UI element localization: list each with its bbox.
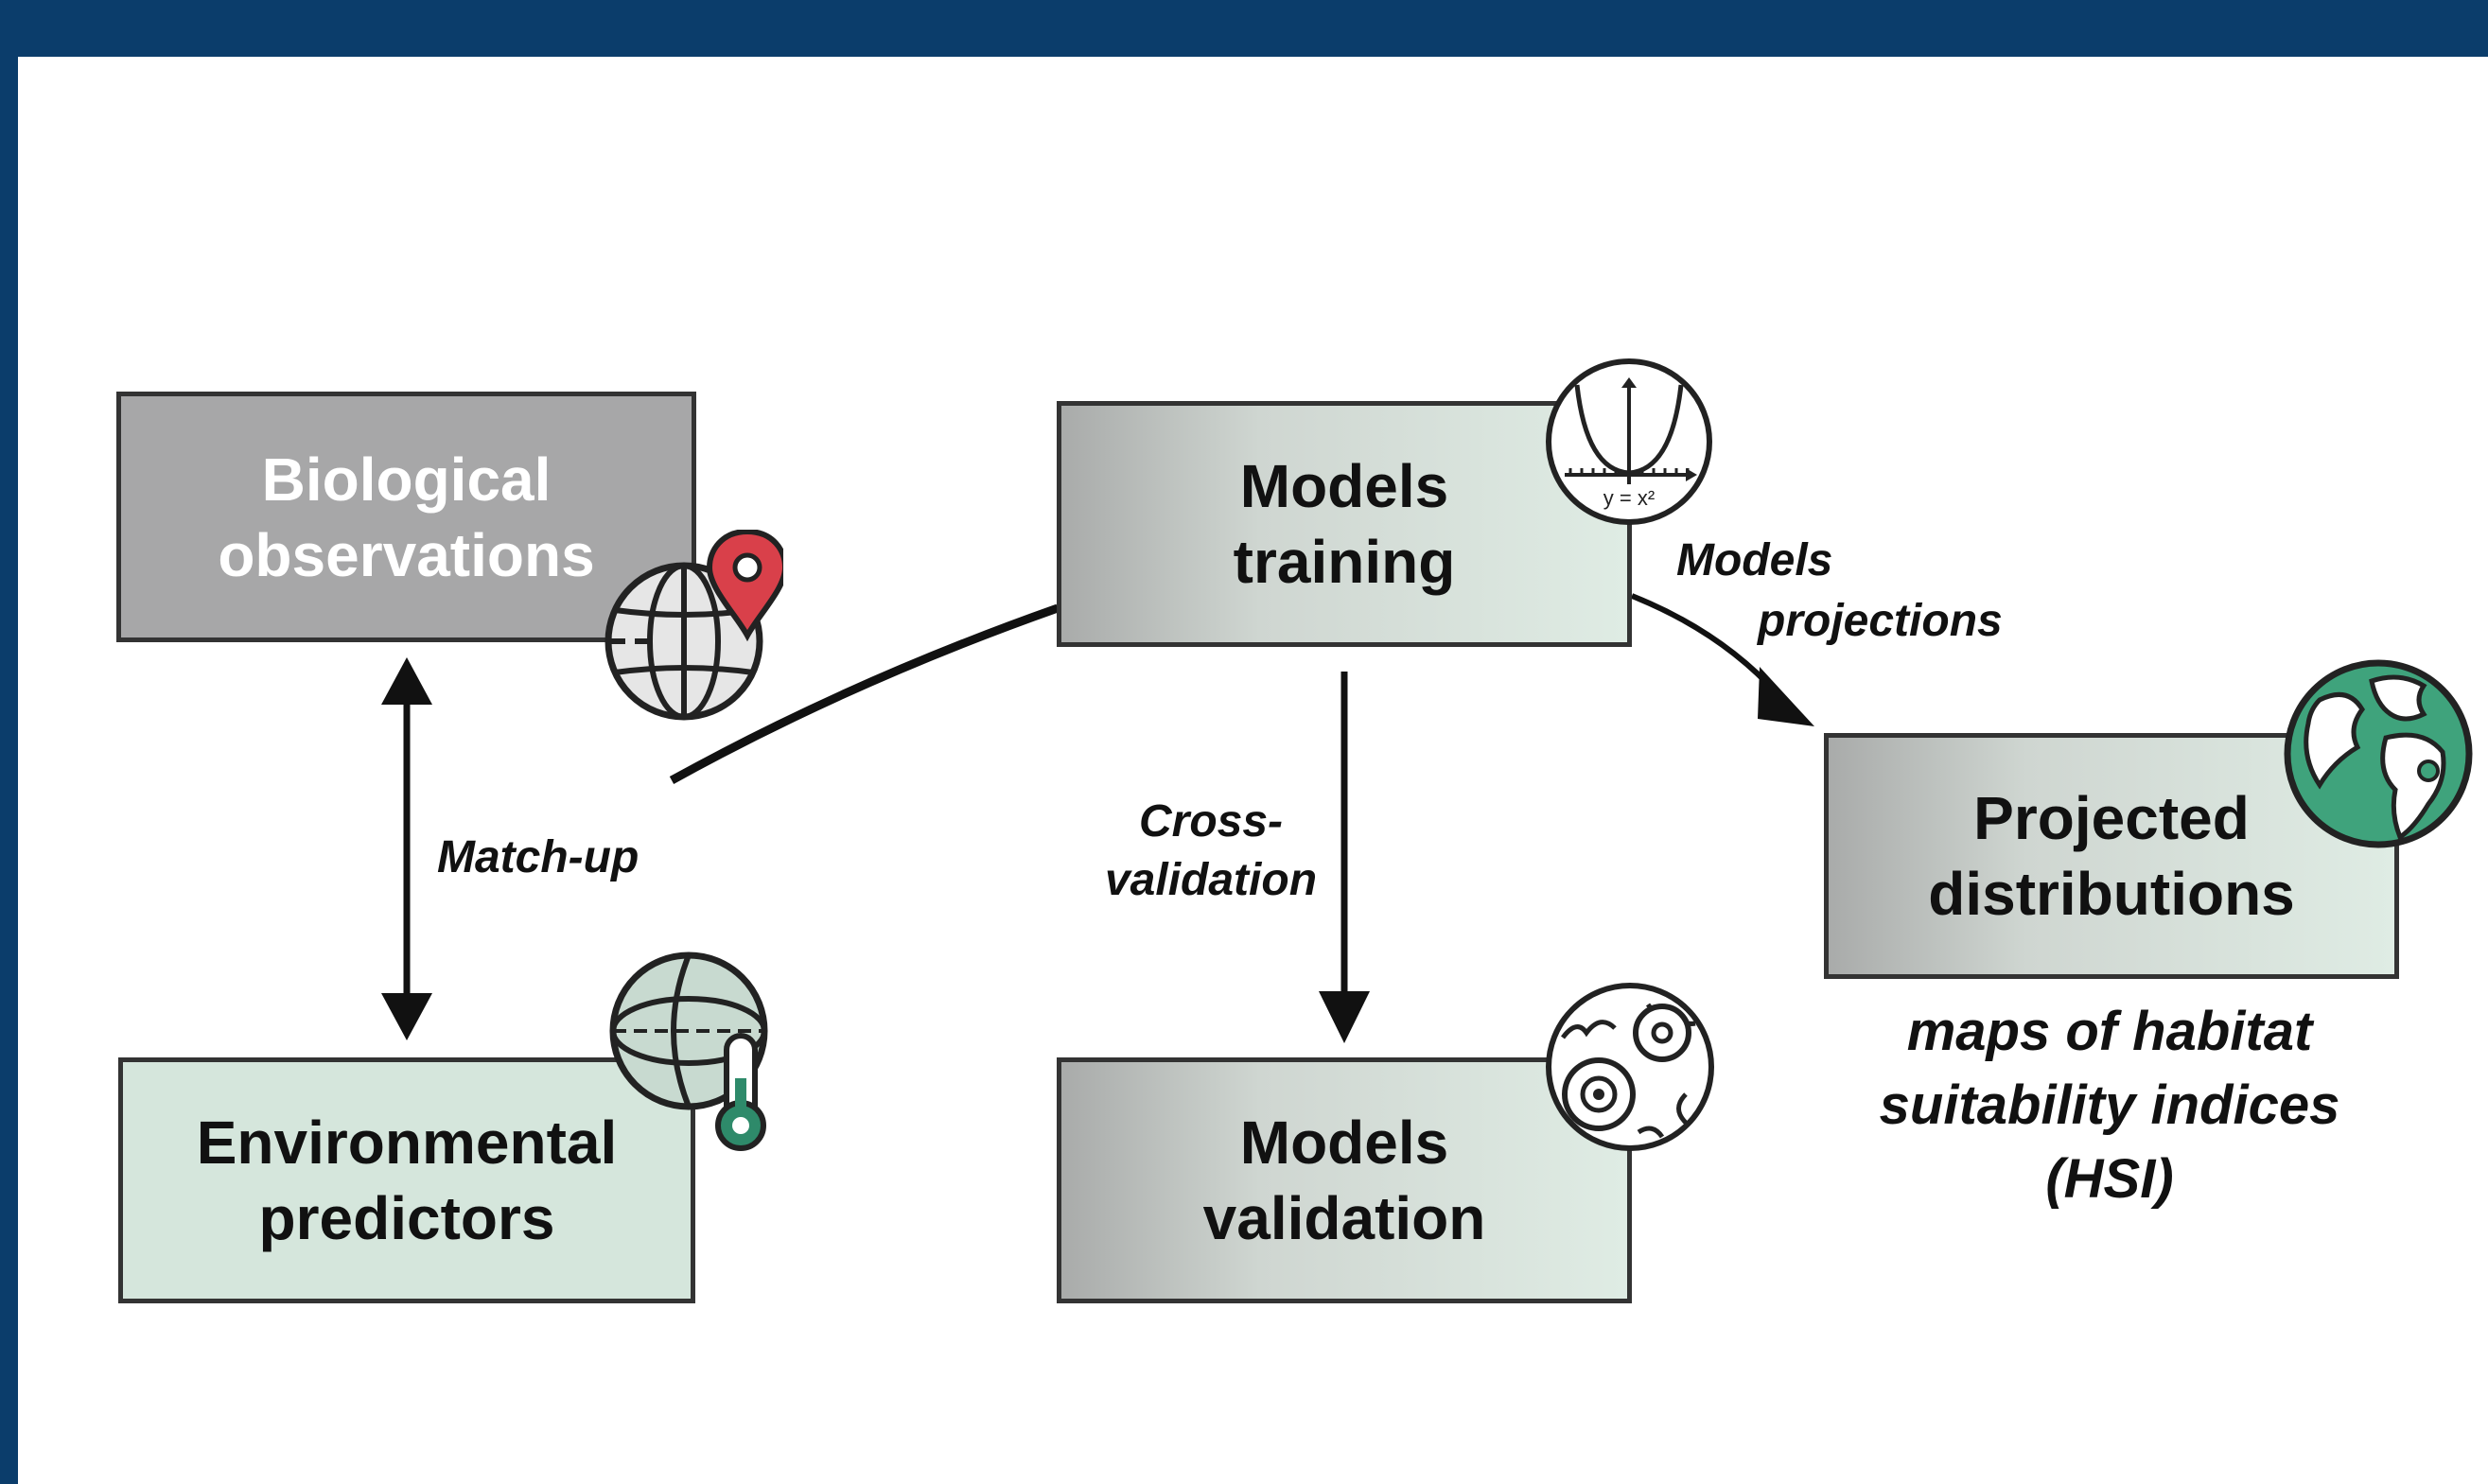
earth-icon	[2284, 659, 2473, 848]
matchup-arrow-head-down	[381, 993, 432, 1040]
hsi-caption: maps of habitat suitability indices (HSI…	[1797, 995, 2422, 1216]
projected-line-1: Projected	[1973, 784, 2250, 852]
projected-line-2: distributions	[1928, 860, 2295, 928]
projections-label-2: projections	[1758, 596, 2003, 646]
matchup-to-training-curve	[669, 603, 1060, 784]
parabola-graph-icon: y = x²	[1546, 358, 1712, 525]
crossvalidation-arrow-head	[1319, 991, 1370, 1043]
models-validation-box: Models validation	[1057, 1057, 1632, 1303]
globe-thermometer-icon	[609, 952, 768, 1151]
projections-arrow	[1630, 593, 1781, 698]
models-training-box: Models training	[1057, 401, 1632, 647]
environmental-predictors-box: Environmental predictors	[118, 1057, 695, 1303]
training-line-1: Models	[1239, 452, 1449, 520]
crossvalidation-line-1: Cross-	[1138, 796, 1284, 847]
training-line-2: training	[1233, 528, 1456, 596]
projections-label-1: Models	[1676, 535, 1833, 585]
biological-line-2: observations	[218, 520, 595, 589]
biological-observations-box: Biological observations	[116, 392, 696, 642]
crossvalidation-line-2: validation	[1104, 855, 1318, 905]
environmental-line-2: predictors	[258, 1184, 555, 1252]
caption-line-1: maps of habitat	[1906, 1001, 2313, 1062]
validation-line-2: validation	[1202, 1184, 1486, 1252]
caption-line-3: (HSI)	[2045, 1148, 2174, 1210]
eye-icon	[1546, 983, 1714, 1151]
biological-line-1: Biological	[261, 445, 552, 514]
caption-line-2: suitability indices	[1879, 1074, 2340, 1136]
matchup-arrow-head-up	[381, 657, 432, 705]
environmental-line-1: Environmental	[196, 1109, 618, 1177]
validation-line-1: Models	[1239, 1109, 1449, 1177]
globe-pin-icon	[604, 530, 783, 721]
matchup-label: Match-up	[437, 832, 640, 882]
crossvalidation-label: Cross- validation	[1088, 793, 1334, 910]
projections-arrow-head	[1758, 667, 1814, 726]
formula-text: y = x²	[1603, 486, 1655, 510]
